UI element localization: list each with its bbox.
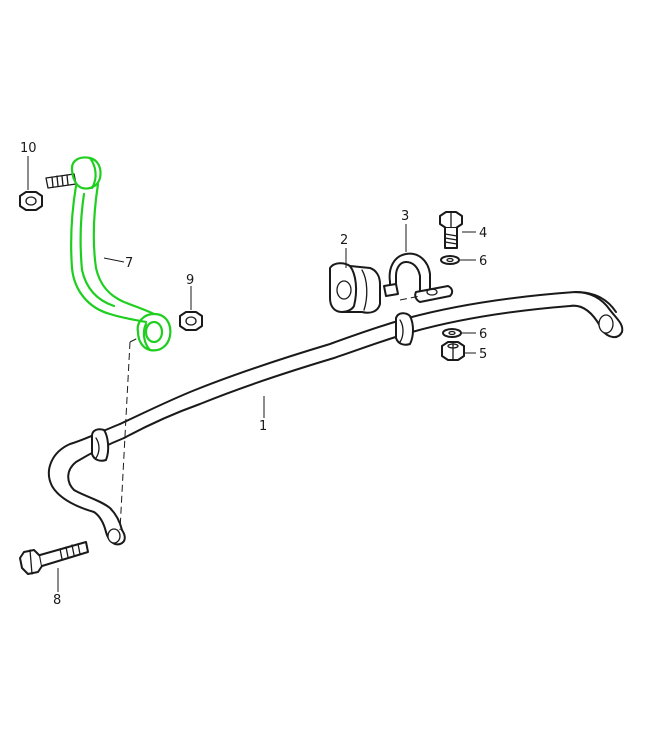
callout-9: 9 — [186, 273, 194, 288]
nut-9[interactable] — [179, 311, 203, 331]
hex-bolt-4[interactable] — [439, 211, 463, 249]
callout-6-upper: 6 — [479, 254, 487, 269]
stabilizer-bar[interactable] — [47, 291, 624, 546]
stabilizer-link[interactable] — [45, 156, 172, 352]
bar-clamp[interactable] — [383, 252, 454, 303]
nut-5[interactable] — [441, 341, 465, 361]
leader-lines — [27, 156, 476, 592]
washer-lower[interactable] — [442, 328, 462, 338]
callout-7: 7 — [125, 256, 133, 271]
callout-5: 5 — [479, 347, 487, 362]
callout-1: 1 — [259, 419, 267, 434]
washer-upper[interactable] — [440, 255, 460, 265]
assembly-lines — [119, 295, 421, 531]
callout-4: 4 — [479, 226, 487, 241]
hex-bolt-8[interactable] — [19, 541, 89, 575]
nut-10[interactable] — [19, 191, 43, 211]
callout-2: 2 — [340, 233, 348, 248]
callout-3: 3 — [401, 209, 409, 224]
callout-8: 8 — [53, 593, 61, 608]
callout-labels: 10 7 9 2 3 4 6 6 5 1 8 — [20, 141, 487, 608]
rubber-bushing[interactable] — [329, 262, 381, 314]
callout-6-lower: 6 — [479, 327, 487, 342]
callout-10: 10 — [20, 141, 37, 156]
